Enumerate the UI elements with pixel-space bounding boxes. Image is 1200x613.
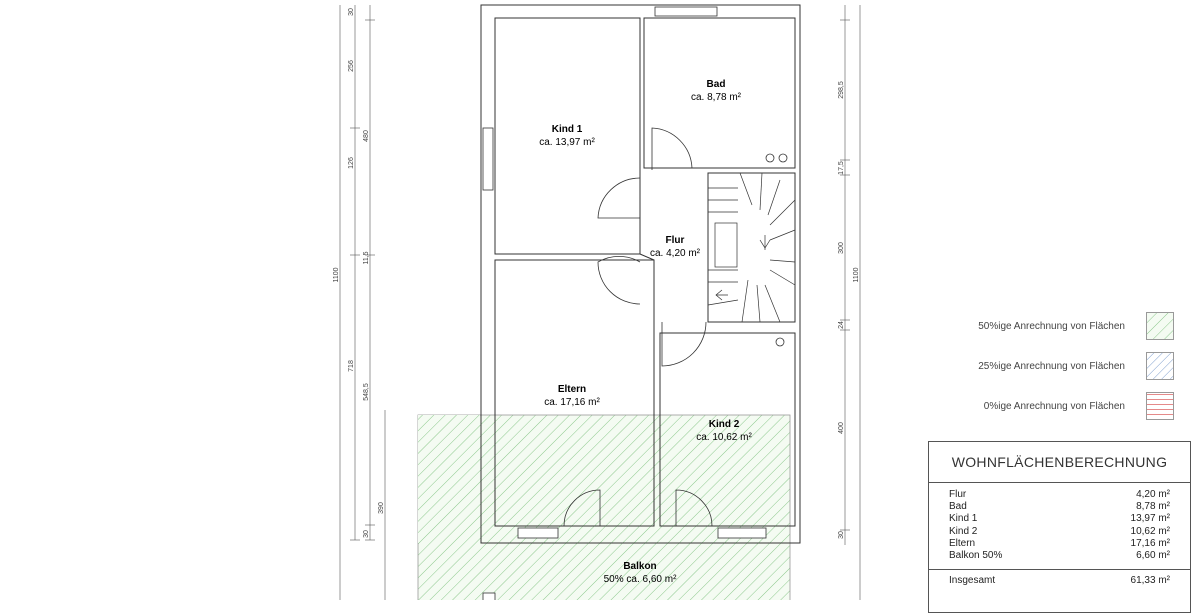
- dim-left-inner-1: 30: [363, 530, 370, 538]
- legend-0: 0%ige Anrechnung von Flächen: [930, 392, 1180, 424]
- legend-label-25: 25%ige Anrechnung von Flächen: [978, 361, 1125, 372]
- room-area-flur: ca. 4,20 m²: [650, 248, 701, 259]
- legend-25: 25%ige Anrechnung von Flächen: [930, 352, 1180, 384]
- summary-total-value: 61,33 m²: [1130, 575, 1170, 587]
- room-area-kind1: ca. 13,97 m²: [539, 137, 595, 148]
- dim-right-outer: 1100: [853, 267, 860, 282]
- dimension-lines-left: [350, 5, 386, 600]
- dim-right-6: 30: [838, 531, 845, 539]
- dim-right-3: 300: [838, 242, 845, 254]
- room-name-bad: Bad: [707, 79, 726, 90]
- legend-label-0: 0%ige Anrechnung von Flächen: [983, 401, 1125, 412]
- dim-left-outer: 1100: [333, 267, 340, 282]
- dim-left-inner-2: 480: [363, 130, 370, 142]
- summary-total: Insgesamt 61,33 m²: [929, 569, 1190, 587]
- door-swings: [563, 127, 713, 527]
- dim-right-5: 400: [838, 422, 845, 434]
- dim-left-mid-4: 11,5: [363, 251, 370, 264]
- dim-right-2: 17,5: [838, 161, 845, 175]
- summary-title: WOHNFLÄCHENBERECHNUNG: [929, 442, 1190, 483]
- dim-left-mid-1: 30: [348, 8, 355, 16]
- room-area-eltern: ca. 17,16 m²: [544, 397, 600, 408]
- legend-swatch-blue: [1146, 352, 1174, 380]
- room-area-balkon: 50% ca. 6,60 m²: [604, 574, 677, 585]
- room-name-kind1: Kind 1: [552, 124, 583, 135]
- floor-plan: 1100 30 256 126 11,5 718 30 480 548,5 39…: [333, 4, 861, 600]
- dimension-lines-right: [840, 5, 861, 600]
- summary-row: Balkon 50%6,60 m²: [949, 550, 1170, 562]
- windows: [482, 6, 767, 539]
- room-area-kind2: ca. 10,62 m²: [696, 432, 752, 443]
- room-area-bad: ca. 8,78 m²: [691, 92, 742, 103]
- dim-left-inner-4: 390: [378, 502, 385, 514]
- walls: [480, 4, 801, 544]
- staircase: [707, 172, 796, 323]
- dim-right-4: 24: [838, 321, 845, 329]
- bathroom-drain: [765, 153, 775, 163]
- legend-swatch-red: [1146, 392, 1174, 420]
- room-name-balkon: Balkon: [623, 561, 656, 572]
- summary-total-label: Insgesamt: [949, 575, 996, 587]
- dim-left-inner-3: 548,5: [363, 383, 370, 401]
- summary-total-divider: [929, 569, 1190, 571]
- legend-swatch-green: [1146, 312, 1174, 340]
- dim-right-1: 298,5: [838, 81, 845, 99]
- room-name-eltern: Eltern: [558, 384, 586, 395]
- dim-left-mid-2: 256: [348, 60, 355, 72]
- dim-left-mid-5: 718: [348, 360, 355, 372]
- legend-label-50: 50%ige Anrechnung von Flächen: [978, 321, 1125, 332]
- room-name-flur: Flur: [666, 235, 685, 246]
- room-name-kind2: Kind 2: [709, 419, 740, 430]
- dim-left-mid-3: 126: [348, 157, 355, 169]
- legend-50: 50%ige Anrechnung von Flächen: [930, 312, 1180, 344]
